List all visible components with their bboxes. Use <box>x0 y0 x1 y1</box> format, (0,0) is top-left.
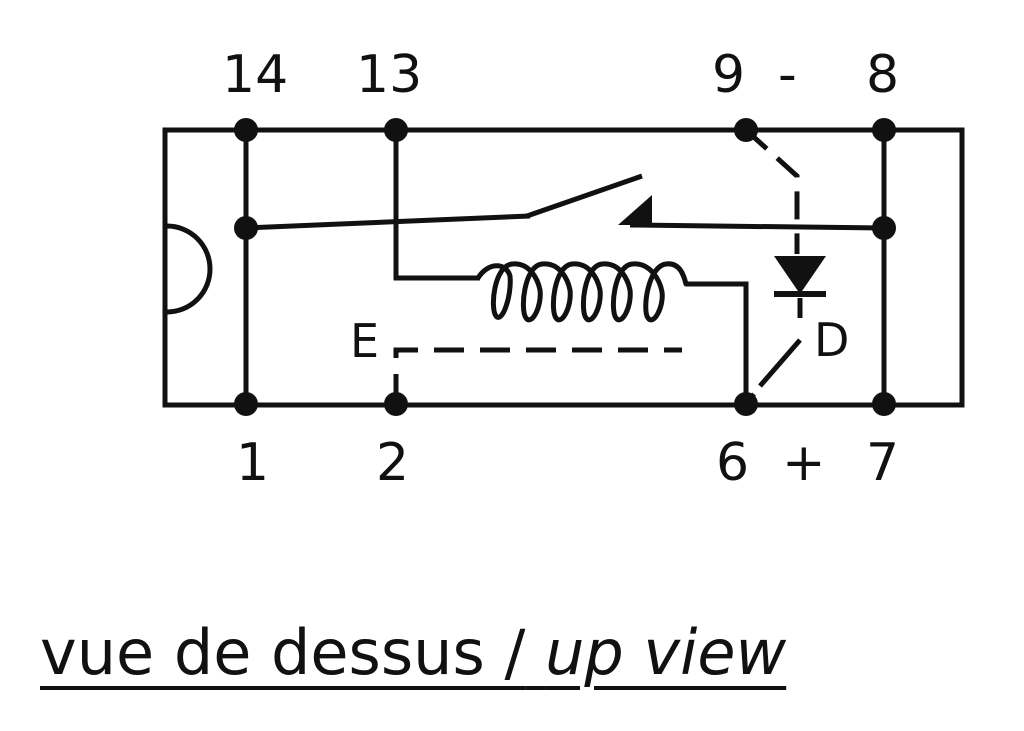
switch-contact <box>618 195 652 225</box>
junction-left-bus <box>234 216 258 240</box>
dashed-wire-diode-pin6 <box>744 298 803 406</box>
package-outline <box>162 127 965 408</box>
label-d: D <box>814 313 849 367</box>
caption-french: vue de dessus / <box>40 616 526 689</box>
diode-triangle <box>774 256 826 294</box>
caption: vue de dessus / up view <box>40 618 786 688</box>
pin13-coil-wire <box>393 130 480 281</box>
polarity-minus-label: - <box>778 45 797 105</box>
pin-label-9: 9 <box>712 45 745 105</box>
switch-common-wire <box>245 213 531 231</box>
pin-label-8: 8 <box>866 45 899 105</box>
pin-dot-2 <box>384 392 408 416</box>
orientation-notch <box>166 223 213 315</box>
pin-dot-14 <box>234 118 258 142</box>
junction-right-bus <box>872 216 896 240</box>
pin-dot-7 <box>872 392 896 416</box>
dashed-wire-pin9-diode <box>744 128 800 254</box>
coil-pin6-wire <box>686 281 749 404</box>
polarity-plus-label: + <box>782 433 826 493</box>
pin-dot-6 <box>734 392 758 416</box>
pin-label-1: 1 <box>236 433 269 493</box>
pin-dot-13 <box>384 118 408 142</box>
caption-english: up view <box>545 616 787 689</box>
pin-dot-1 <box>234 392 258 416</box>
pin-label-7: 7 <box>866 433 899 493</box>
switch-blade <box>526 173 643 219</box>
switch-contact-wire <box>629 222 885 231</box>
relay-coil <box>475 261 689 323</box>
pin-dot-9 <box>734 118 758 142</box>
pin-label-2: 2 <box>376 433 409 493</box>
dashed-wire-e <box>393 347 682 404</box>
pin-label-13: 13 <box>356 45 422 105</box>
pin-dot-8 <box>872 118 896 142</box>
pin-label-6: 6 <box>716 433 749 493</box>
pin-label-14: 14 <box>222 45 288 105</box>
label-e: E <box>350 314 379 368</box>
